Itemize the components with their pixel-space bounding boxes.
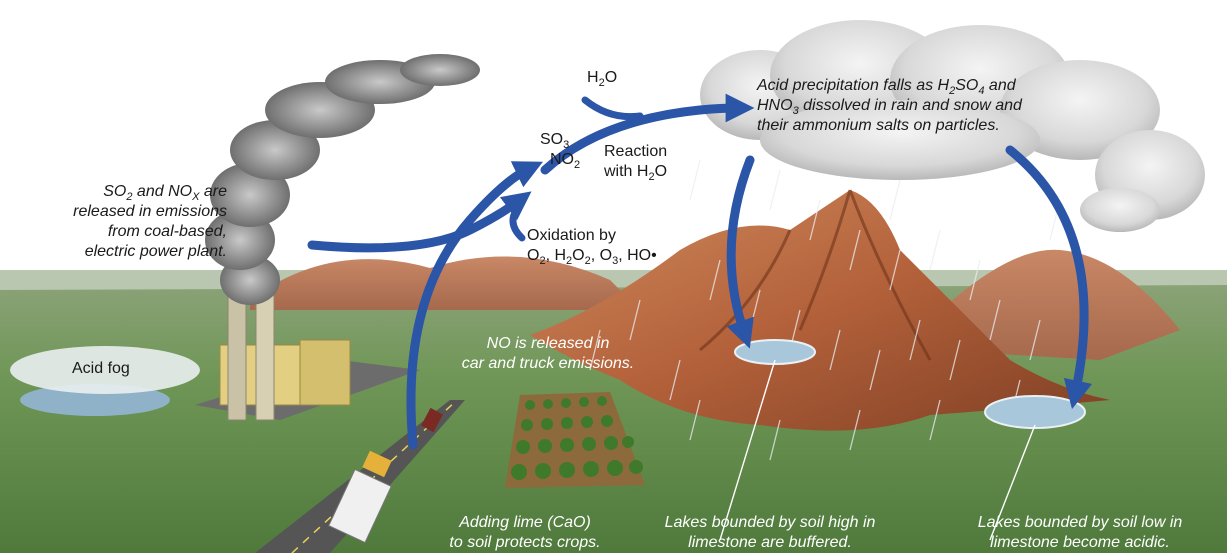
- label-so3-no2: SO3 NO2: [540, 131, 581, 171]
- label-reaction: Reaction with H2O: [604, 143, 668, 183]
- label-no-release: NO is released in car and truck emission…: [461, 335, 635, 372]
- mountain: [530, 190, 1110, 431]
- crop-field: [505, 392, 645, 488]
- mountain-ridges: [699, 189, 932, 361]
- car: [421, 407, 443, 433]
- label-lakes-buffered: Lakes bounded by soil high in limestone …: [664, 514, 876, 551]
- cloud: [700, 20, 1205, 232]
- label-h2o: H2O: [587, 69, 618, 89]
- background-hills-left: [250, 256, 640, 310]
- lake-buffered: [734, 339, 816, 365]
- power-plant: [195, 289, 420, 421]
- label-acid-precipitation: Acid precipitation falls as H2SO4 and HN…: [757, 77, 1022, 134]
- lake-acidic: [984, 395, 1086, 429]
- arrow-vehicles-up: [406, 161, 543, 450]
- arrow-to-cloud: [540, 93, 755, 175]
- label-lakes-acidic: Lakes bounded by soil low in limestone b…: [977, 514, 1183, 551]
- arrow-h2o-in: [581, 96, 644, 121]
- label-emissions: SO2 and NOX are released in emissions fr…: [73, 183, 227, 260]
- leader-lines: [719, 359, 1036, 541]
- smoke-plume: [205, 54, 480, 305]
- arrow-oxidation-bracket: [509, 201, 526, 242]
- label-lime: Adding lime (CaO) to soil protects crops…: [449, 514, 601, 551]
- label-oxidation: Oxidation by O2, H2O2, O3, HO•: [527, 227, 657, 267]
- truck: [328, 450, 392, 544]
- arrow-down-left: [726, 155, 755, 349]
- flow-arrows: [307, 93, 1093, 450]
- label-acid-fog: Acid fog: [72, 360, 130, 377]
- arrow-down-right: [1005, 145, 1093, 410]
- acid-fog: [10, 346, 200, 394]
